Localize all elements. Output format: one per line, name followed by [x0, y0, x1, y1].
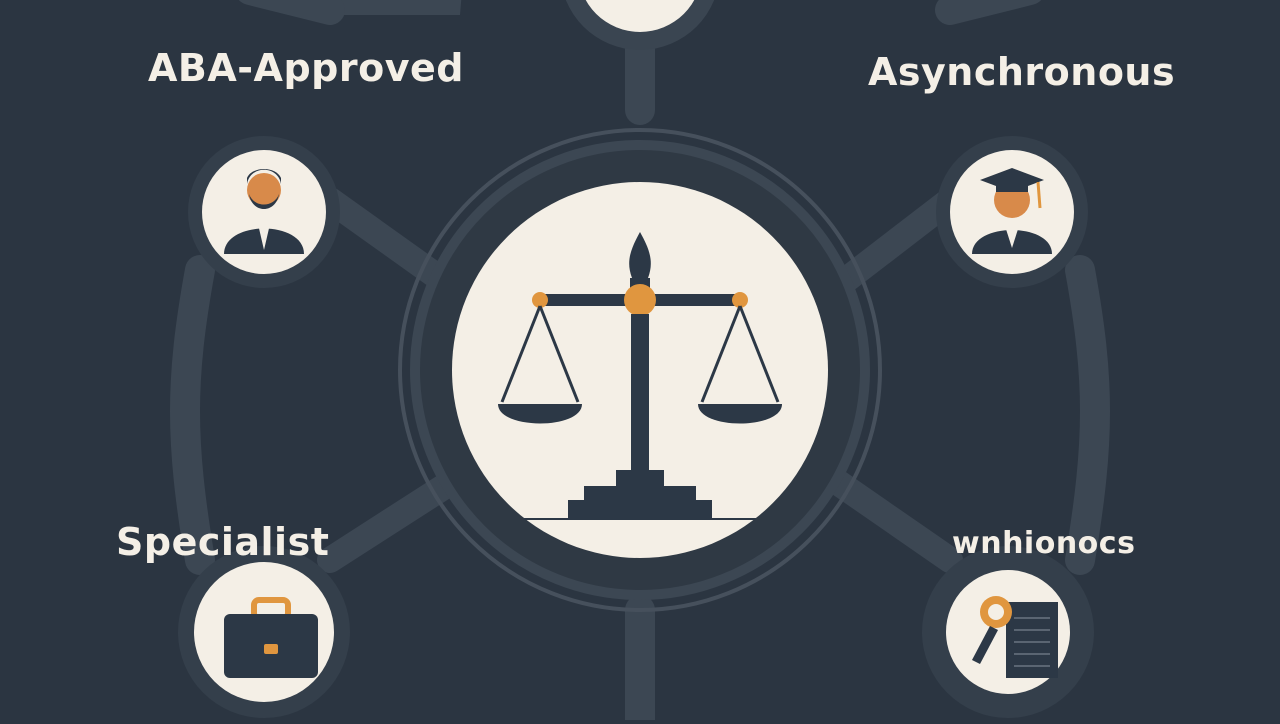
- certificate-icon: [972, 596, 1058, 678]
- scales-of-justice-icon: [498, 232, 782, 520]
- graduate-icon: [972, 168, 1052, 254]
- briefcase-icon: [224, 597, 318, 678]
- lawyer-icon: [224, 169, 304, 254]
- label-aba-approved: ABA-Approved: [148, 46, 464, 90]
- label-bottom-right: wnhionocs: [952, 526, 1136, 561]
- label-specialist: Specialist: [116, 520, 330, 564]
- top-node-partial: [565, 0, 715, 50]
- center-outer-ring: [398, 128, 882, 612]
- connector-lines: [170, 0, 1110, 724]
- label-asynchronous: Asynchronous: [868, 50, 1176, 94]
- bottom-left-node: [178, 546, 350, 718]
- bottom-right-node: [922, 546, 1094, 718]
- top-right-node: [936, 136, 1088, 288]
- top-left-node: [188, 136, 340, 288]
